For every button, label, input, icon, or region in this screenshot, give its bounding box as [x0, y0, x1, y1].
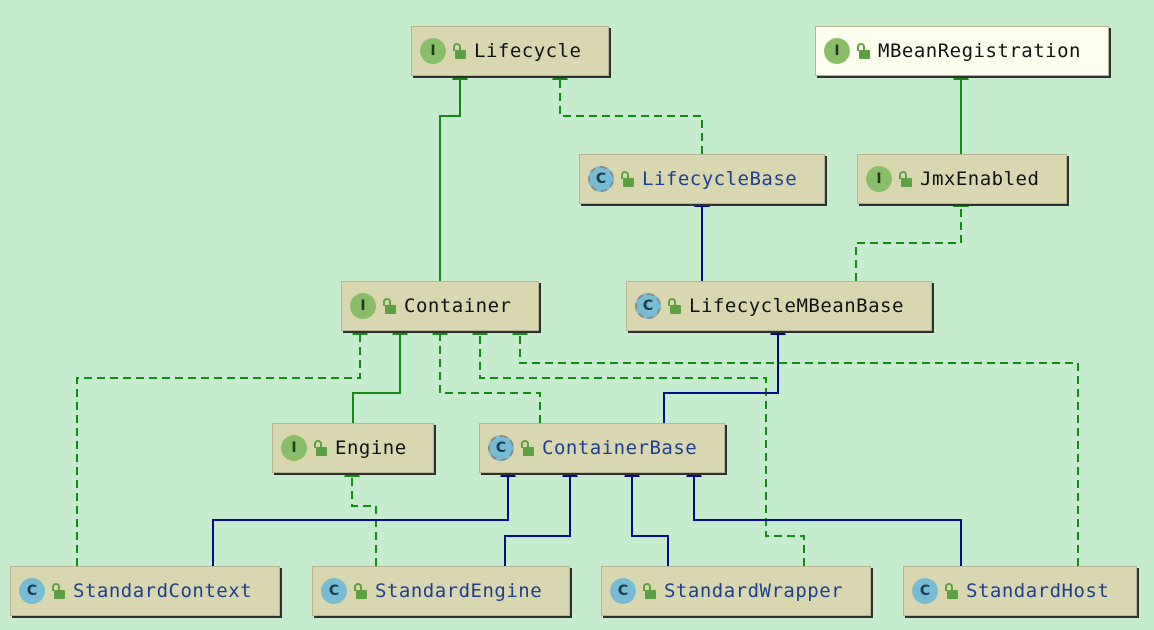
edge-standardwrapper-containerbase	[624, 462, 669, 566]
node-label: MBeanRegistration	[878, 40, 1081, 62]
unlocked-icon	[452, 43, 466, 59]
class-icon: C	[610, 578, 636, 604]
node-label: JmxEnabled	[920, 168, 1040, 190]
unlocked-icon	[353, 583, 367, 599]
edge-standardcontext-containerbase	[212, 462, 516, 566]
node-lifecycle[interactable]: I Lifecycle	[411, 26, 609, 76]
interface-icon: I	[350, 293, 376, 319]
edge-standardengine-containerbase	[504, 462, 578, 566]
edge-lifecyclembeanbase-jmxenabled	[855, 192, 969, 281]
node-label: Lifecycle	[474, 40, 582, 62]
unlocked-icon	[667, 298, 681, 314]
unlocked-icon	[898, 171, 912, 187]
node-container[interactable]: I Container	[341, 281, 539, 331]
node-standard-context[interactable]: C StandardContext	[10, 566, 280, 616]
edge-standardhost-container	[512, 320, 1079, 566]
class-icon: C	[912, 578, 938, 604]
node-container-base[interactable]: C ContainerBase	[479, 423, 725, 473]
node-label: StandardEngine	[375, 580, 543, 602]
interface-icon: I	[281, 435, 307, 461]
node-label: StandardContext	[73, 580, 253, 602]
unlocked-icon	[382, 298, 396, 314]
node-label: StandardWrapper	[664, 580, 844, 602]
node-label: Engine	[335, 437, 407, 459]
edge-lifecyclebase-lifecycle	[552, 65, 703, 154]
interface-icon: I	[420, 38, 446, 64]
node-standard-engine[interactable]: C StandardEngine	[312, 566, 570, 616]
edge-standardwrapper-container	[472, 320, 805, 566]
node-label: Container	[404, 295, 512, 317]
unlocked-icon	[620, 171, 634, 187]
node-label: StandardHost	[966, 580, 1110, 602]
edge-standardengine-engine	[344, 462, 377, 566]
edge-container-lifecycle	[439, 65, 468, 281]
edge-standardhost-containerbase	[686, 462, 962, 566]
edge-containerbase-lifecyclembeanbase	[663, 320, 786, 423]
class-icon: C	[19, 578, 45, 604]
abstract-class-icon: C	[488, 435, 514, 461]
edge-standardcontext-container	[76, 320, 368, 566]
node-label: LifecycleBase	[642, 168, 798, 190]
unlocked-icon	[944, 583, 958, 599]
unlocked-icon	[520, 440, 534, 456]
node-mbean-registration[interactable]: I MBeanRegistration	[815, 26, 1109, 76]
interface-icon: I	[824, 38, 850, 64]
edge-engine-container	[352, 320, 408, 423]
node-standard-wrapper[interactable]: C StandardWrapper	[601, 566, 871, 616]
edge-containerbase-container	[432, 320, 541, 423]
unlocked-icon	[313, 440, 327, 456]
node-lifecycle-mbean-base[interactable]: C LifecycleMBeanBase	[626, 281, 932, 331]
unlocked-icon	[642, 583, 656, 599]
node-label: ContainerBase	[542, 437, 698, 459]
node-standard-host[interactable]: C StandardHost	[903, 566, 1137, 616]
node-lifecycle-base[interactable]: C LifecycleBase	[579, 154, 825, 204]
unlocked-icon	[51, 583, 65, 599]
abstract-class-icon: C	[588, 166, 614, 192]
abstract-class-icon: C	[635, 293, 661, 319]
node-label: LifecycleMBeanBase	[689, 295, 904, 317]
class-icon: C	[321, 578, 347, 604]
node-jmx-enabled[interactable]: I JmxEnabled	[857, 154, 1067, 204]
unlocked-icon	[856, 43, 870, 59]
node-engine[interactable]: I Engine	[272, 423, 434, 473]
interface-icon: I	[866, 166, 892, 192]
